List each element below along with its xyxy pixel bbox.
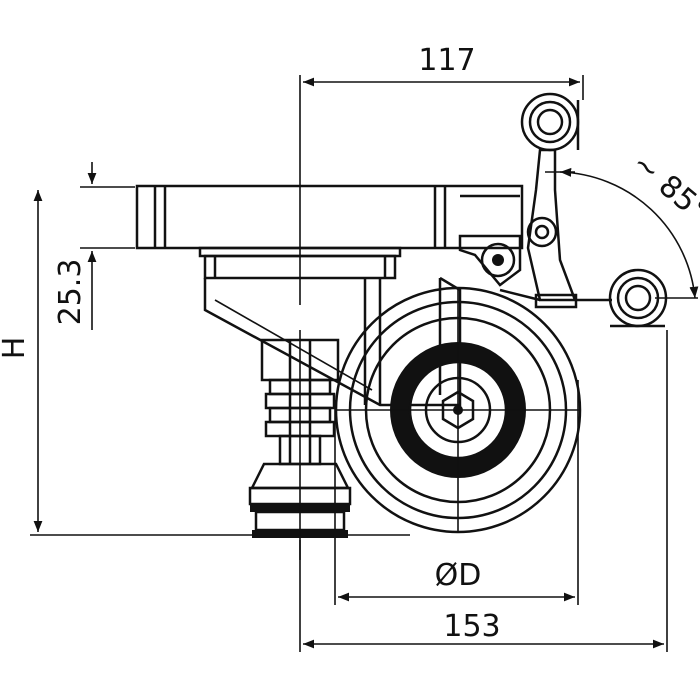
swivel-bearing <box>198 246 402 280</box>
dimension-label-plate-thickness: 25.3 <box>53 259 88 326</box>
dimension-label-wheel-diameter: ØD <box>435 558 482 593</box>
brake-pedal-engaged <box>576 268 668 328</box>
brake-pedal-raised <box>520 92 580 152</box>
dimension-label-angle: ~ 85° <box>625 146 700 229</box>
dimension-label-top-width: 117 <box>418 43 475 78</box>
dimension-label-overall-width: 153 <box>443 609 500 644</box>
dimension-wheel-diameter: ØD <box>334 380 579 605</box>
wheel <box>334 286 582 534</box>
fork <box>203 276 462 407</box>
dimension-label-height: H <box>0 337 32 360</box>
dimension-117: 117 <box>299 43 584 305</box>
dimension-153: 153 <box>299 330 668 652</box>
dimension-h: H <box>0 190 410 536</box>
dimension-25-3: 25.3 <box>53 162 135 330</box>
leveling-foot <box>248 330 352 560</box>
top-plate <box>135 184 524 250</box>
brake-mechanism <box>458 148 578 309</box>
